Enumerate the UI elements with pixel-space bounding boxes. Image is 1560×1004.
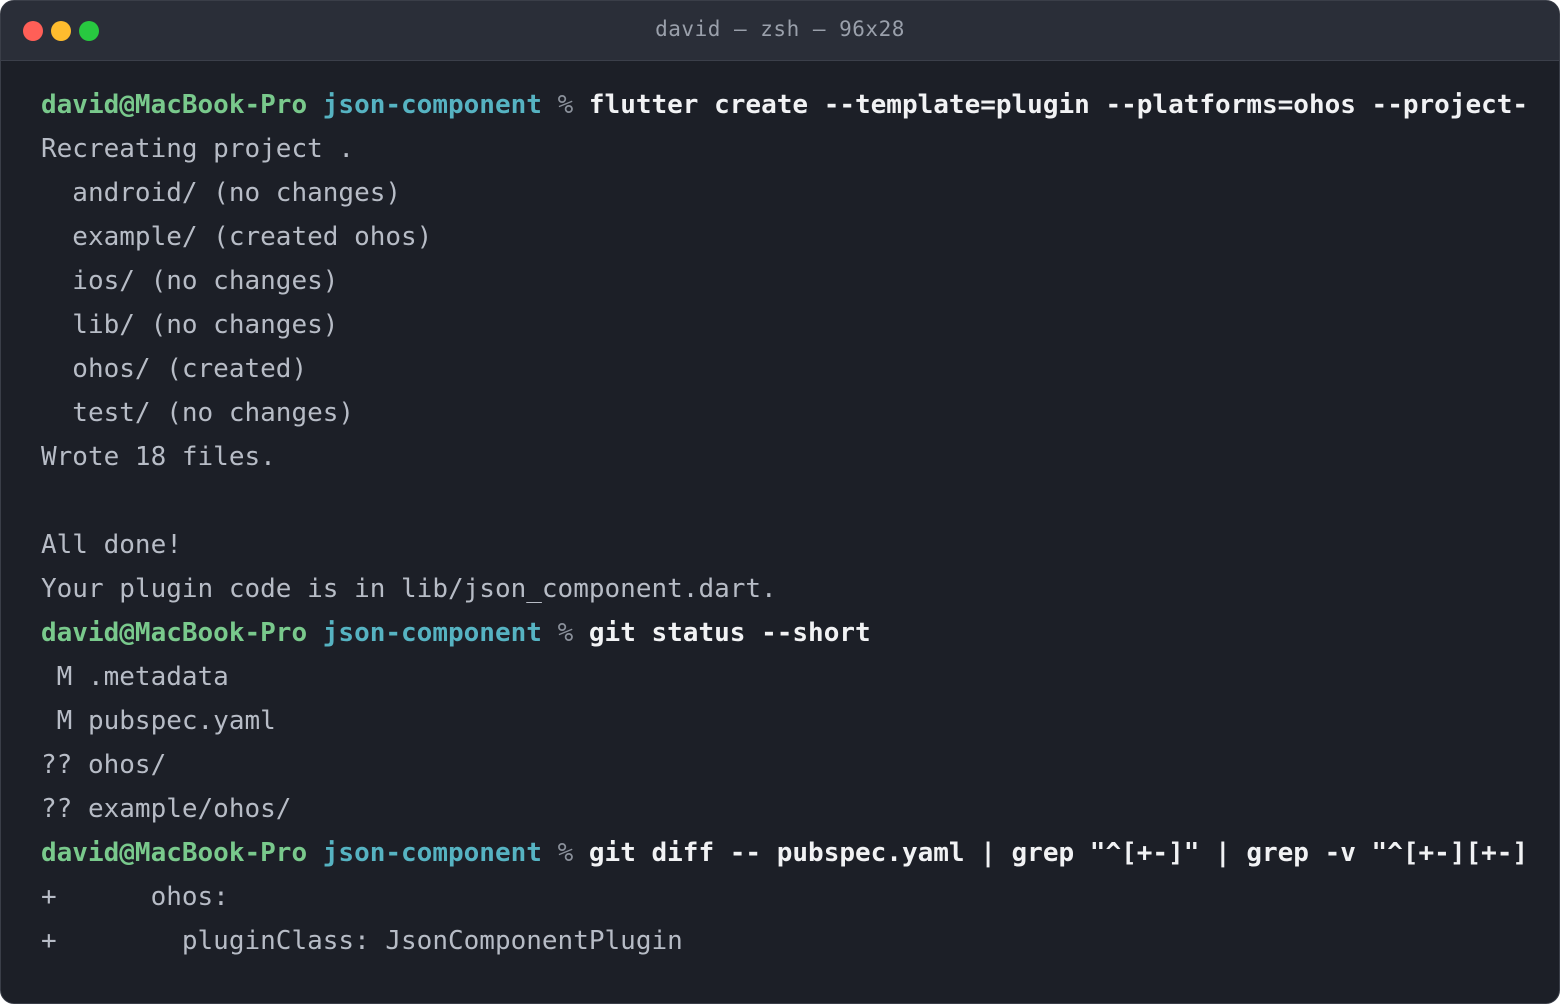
output-text: Wrote 18 files. — [41, 442, 276, 472]
prompt-symbol: % — [557, 838, 574, 868]
prompt-directory: json-component — [322, 90, 542, 120]
terminal-output[interactable]: david@MacBook-Pro json-component % flutt… — [41, 83, 1559, 983]
output-line: + pluginClass: JsonComponentPlugin — [41, 919, 1559, 963]
output-line: example/ (created ohos) — [41, 215, 1559, 259]
command-text: git status --short — [588, 618, 871, 648]
output-text: ios/ (no changes) — [41, 266, 339, 296]
window-title: david — zsh — 96x28 — [655, 17, 905, 41]
output-line — [41, 479, 1559, 523]
output-line: ?? example/ohos/ — [41, 787, 1559, 831]
output-line: test/ (no changes) — [41, 391, 1559, 435]
output-line: ohos/ (created) — [41, 347, 1559, 391]
output-text: lib/ (no changes) — [41, 310, 339, 340]
output-text: ?? ohos/ — [41, 750, 167, 780]
command-text: git diff -- pubspec.yaml | grep "^[+-]" … — [588, 838, 1529, 868]
output-line: M .metadata — [41, 655, 1559, 699]
output-text: + ohos: — [41, 882, 229, 912]
prompt-user: david@MacBook-Pro — [41, 90, 308, 120]
output-line: Wrote 18 files. — [41, 435, 1559, 479]
command-text: flutter create --template=plugin --platf… — [588, 90, 1529, 120]
prompt-user: david@MacBook-Pro — [41, 618, 308, 648]
output-text: ohos/ (created) — [41, 354, 308, 384]
title-bar[interactable]: david — zsh — 96x28 — [1, 1, 1559, 61]
prompt-line: david@MacBook-Pro json-component % git d… — [41, 831, 1559, 875]
maximize-window-button[interactable] — [79, 21, 99, 41]
prompt-line: david@MacBook-Pro json-component % git s… — [41, 611, 1559, 655]
output-text: android/ (no changes) — [41, 178, 402, 208]
prompt-line: david@MacBook-Pro json-component % flutt… — [41, 83, 1559, 127]
output-text: Your plugin code is in lib/json_componen… — [41, 574, 777, 604]
output-line: + ohos: — [41, 875, 1559, 919]
prompt-symbol: % — [557, 90, 574, 120]
output-line: ?? ohos/ — [41, 743, 1559, 787]
output-text: Recreating project . — [41, 134, 355, 164]
output-text: All done! — [41, 530, 182, 560]
output-line: M pubspec.yaml — [41, 699, 1559, 743]
prompt-symbol: % — [557, 618, 574, 648]
output-text: + pluginClass: JsonComponentPlugin — [41, 926, 683, 956]
output-line: lib/ (no changes) — [41, 303, 1559, 347]
minimize-window-button[interactable] — [51, 21, 71, 41]
prompt-directory: json-component — [322, 838, 542, 868]
output-line: Your plugin code is in lib/json_componen… — [41, 567, 1559, 611]
prompt-user: david@MacBook-Pro — [41, 838, 308, 868]
output-text: example/ (created ohos) — [41, 222, 433, 252]
output-line: android/ (no changes) — [41, 171, 1559, 215]
output-line: ios/ (no changes) — [41, 259, 1559, 303]
output-text: test/ (no changes) — [41, 398, 355, 428]
output-line: Recreating project . — [41, 127, 1559, 171]
close-window-button[interactable] — [23, 21, 43, 41]
output-line: All done! — [41, 523, 1559, 567]
prompt-directory: json-component — [322, 618, 542, 648]
output-text: ?? example/ohos/ — [41, 794, 292, 824]
output-text: M pubspec.yaml — [41, 706, 276, 736]
output-text: M .metadata — [41, 662, 229, 692]
